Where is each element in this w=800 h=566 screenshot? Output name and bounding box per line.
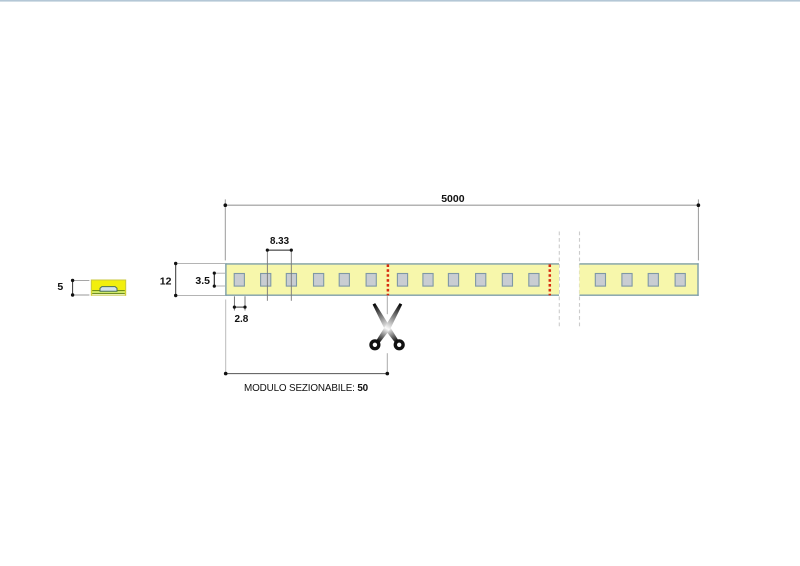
svg-text:5: 5: [57, 281, 63, 293]
svg-text:3.5: 3.5: [195, 275, 210, 287]
svg-text:2.8: 2.8: [234, 314, 248, 325]
svg-text:12: 12: [160, 276, 172, 288]
svg-text:5000: 5000: [441, 193, 465, 205]
svg-text:8.33: 8.33: [270, 236, 290, 247]
svg-text:MODULO SEZIONABILE: 50: MODULO SEZIONABILE: 50: [244, 383, 369, 394]
